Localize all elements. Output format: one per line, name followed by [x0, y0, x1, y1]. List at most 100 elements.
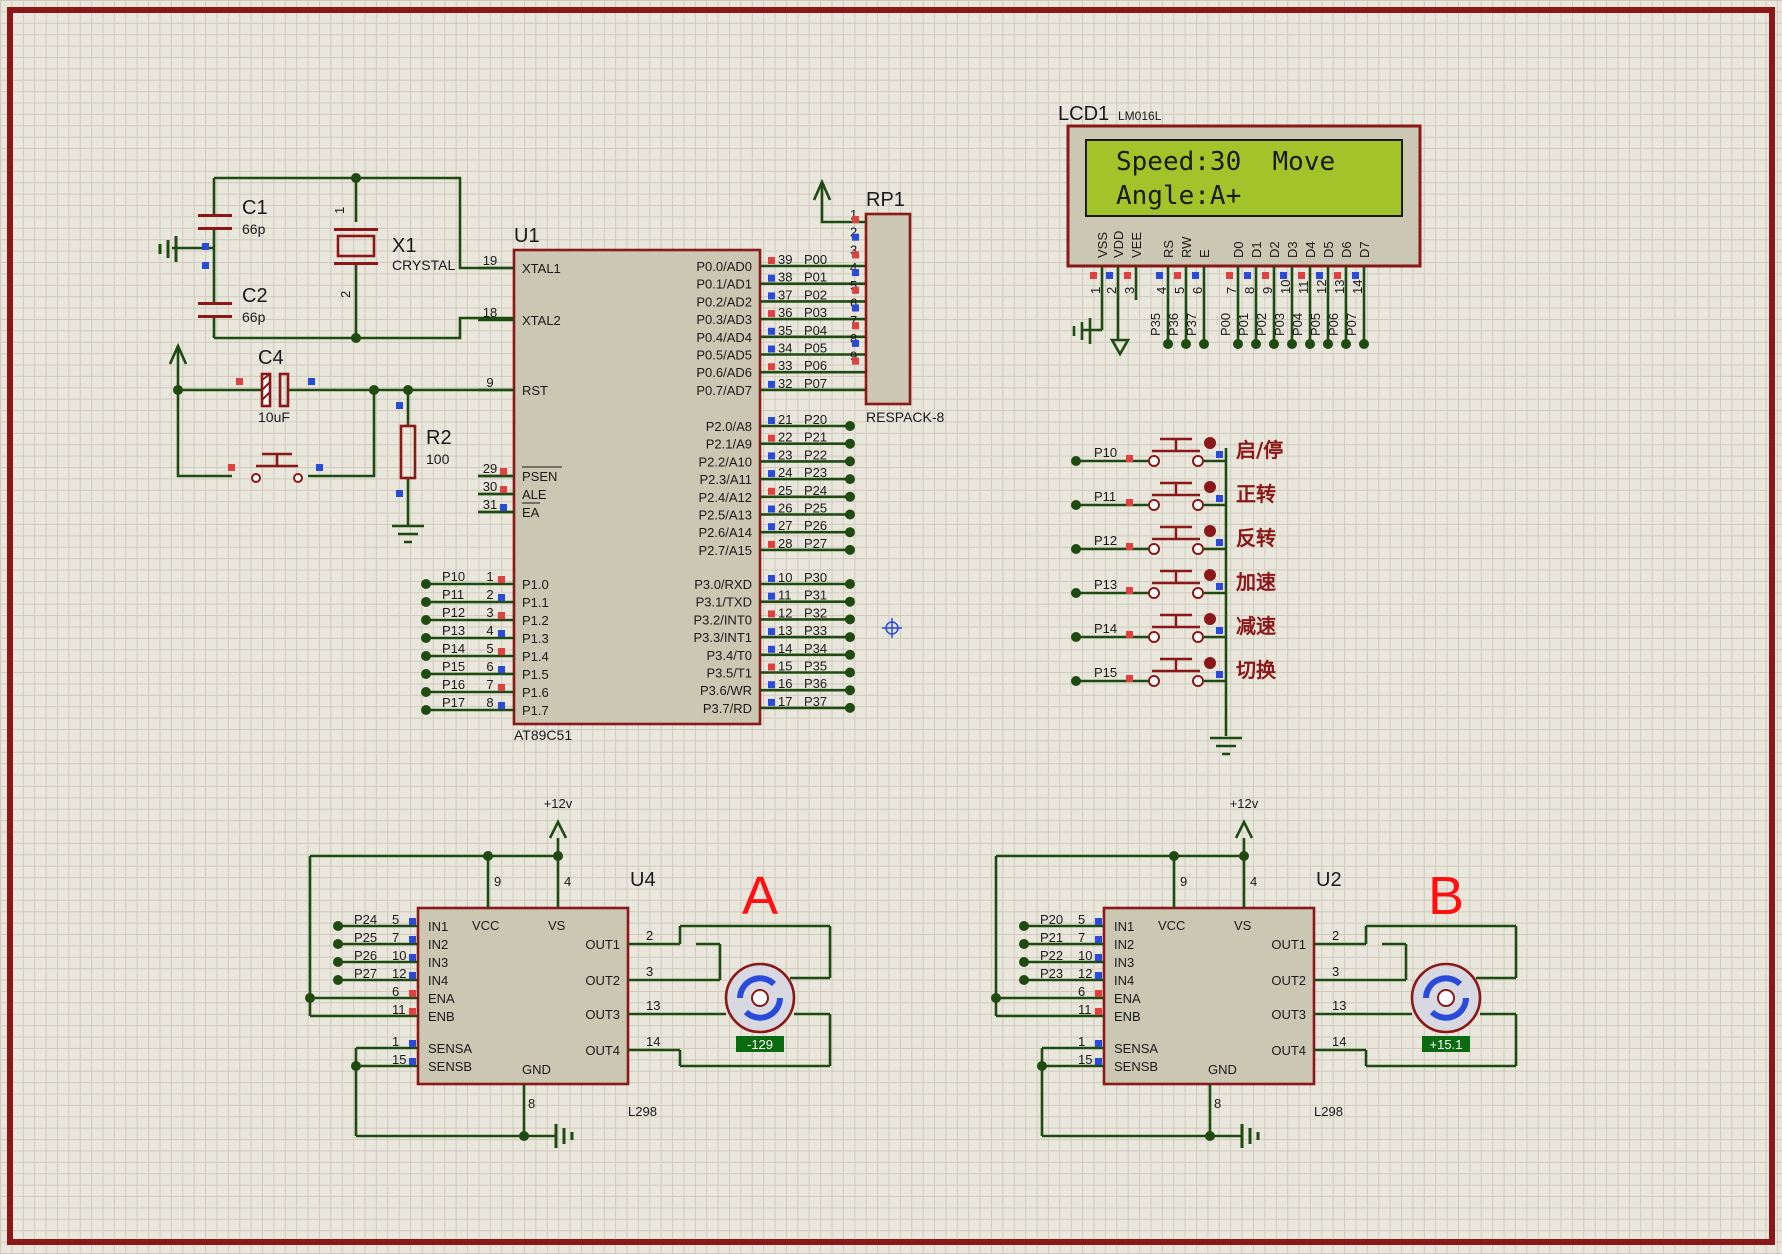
mcu-pin-label: P0.3/AD3 [696, 312, 752, 327]
svg-text:IN1: IN1 [428, 919, 448, 934]
net-label: P24 [804, 483, 827, 498]
svg-text:ENA: ENA [1114, 991, 1141, 1006]
mcu-pin-label: P3.4/T0 [706, 648, 752, 663]
rp1-ref: RP1 [866, 189, 905, 211]
rp1-pin-number: 7 [850, 313, 857, 328]
svg-text:IN3: IN3 [1114, 955, 1134, 970]
net-label: P02 [804, 287, 827, 302]
lcd-pin-number: 10 [1278, 280, 1293, 294]
mcu-pin-number: 6 [486, 659, 493, 674]
mcu-pin-number: 33 [778, 358, 792, 373]
svg-text:IN4: IN4 [428, 973, 448, 988]
mcu-pin-number: 23 [778, 447, 792, 462]
mcu-at89c51[interactable]: U1 AT89C51 XTAL119XTAL218RST9PSEN29ALE30… [421, 225, 866, 743]
net-label: P25 [804, 501, 827, 516]
rp1-pin-number: 6 [850, 296, 857, 311]
button-label: 反转 [1236, 526, 1276, 550]
mcu-pin-label: P1.4 [522, 649, 549, 664]
mcu-pin-number: 2 [486, 587, 493, 602]
svg-text:4: 4 [1250, 874, 1257, 889]
button-indicator-icon [1204, 657, 1216, 669]
svg-text:12: 12 [392, 966, 406, 981]
rp1-pin-number: 4 [850, 260, 857, 275]
svg-text:2: 2 [1332, 928, 1339, 943]
c4-label: C4 [258, 347, 284, 369]
mcu-pin-label: P2.4/A12 [699, 490, 753, 505]
driver-part: L298 [1314, 1104, 1343, 1119]
mcu-ref: U1 [514, 225, 540, 247]
lcd-pin-number: 4 [1154, 287, 1169, 294]
svg-text:1: 1 [392, 1034, 399, 1049]
mcu-pin-number: 31 [483, 497, 497, 512]
motor-reading-box [736, 1036, 784, 1052]
svg-text:3: 3 [646, 964, 653, 979]
svg-text:IN2: IN2 [428, 937, 448, 952]
lcd-lm016l[interactable]: Speed:30 Move Angle:A+ LCD1 LM016L VSS1V… [1058, 103, 1422, 357]
motor-reading: -129 [747, 1037, 773, 1052]
lcd-pin-number: 9 [1260, 287, 1275, 294]
net-label: P20 [804, 412, 827, 427]
crosshair-cursor-icon [882, 618, 902, 638]
mcu-pin-label: P2.0/A8 [706, 419, 752, 434]
rp1-pin-number: 3 [850, 242, 857, 257]
mcu-pin-label: EA [522, 505, 540, 520]
push-button-p12[interactable]: P12 反转 [1071, 525, 1276, 555]
mcu-pin-number: 14 [778, 641, 792, 656]
svg-text:OUT3: OUT3 [1271, 1007, 1306, 1022]
oscillator-section: C1 66p C2 66p X1 CRYSTAL 1 2 [158, 173, 514, 343]
mcu-pin-label: P2.1/A9 [706, 437, 752, 452]
mcu-pin-number: 11 [778, 588, 792, 603]
supply-label: +12v [544, 796, 573, 811]
button-indicator-icon [1204, 437, 1216, 449]
svg-text:2: 2 [646, 928, 653, 943]
mcu-pin-label: P0.1/AD1 [696, 277, 752, 292]
net-label: P00 [1218, 313, 1233, 336]
mcu-pin-number: 35 [778, 323, 792, 338]
svg-text:SENSB: SENSB [428, 1059, 472, 1074]
svg-text:ENB: ENB [1114, 1009, 1141, 1024]
net-label: P31 [804, 588, 827, 603]
net-label: P04 [1290, 313, 1305, 336]
net-label: P21 [804, 430, 827, 445]
button-indicator-icon [1204, 525, 1216, 537]
net-label: P11 [1094, 489, 1116, 504]
mcu-pin-number: 13 [778, 623, 792, 638]
svg-text:6: 6 [1078, 984, 1085, 999]
net-label: P06 [1326, 313, 1341, 336]
svg-text:1: 1 [1078, 1034, 1085, 1049]
net-label: P05 [804, 341, 827, 356]
mcu-pin-label: P2.2/A10 [699, 454, 753, 469]
net-label: P36 [804, 676, 827, 691]
net-label: P07 [1344, 313, 1359, 336]
mcu-pin-number: 26 [778, 501, 792, 516]
mcu-pin-label: P1.5 [522, 667, 549, 682]
mcu-pin-label: XTAL1 [522, 261, 561, 276]
lcd-pin-label: D0 [1231, 241, 1246, 258]
mcu-pin-number: 8 [486, 695, 493, 710]
svg-text:OUT1: OUT1 [1271, 937, 1306, 952]
svg-text:GND: GND [522, 1062, 551, 1077]
lcd-line-2: Angle:A+ [1116, 181, 1241, 211]
mcu-pin-label: P3.1/TXD [696, 595, 752, 610]
mcu-pin-label: P3.2/INT0 [693, 612, 752, 627]
mcu-pin-label: P1.7 [522, 703, 549, 718]
mcu-pin-number: 39 [778, 252, 792, 267]
x1-value: CRYSTAL [392, 257, 455, 273]
svg-text:8: 8 [528, 1096, 535, 1111]
svg-text:10: 10 [1078, 948, 1092, 963]
mcu-pin-number: 29 [483, 461, 497, 476]
net-label: P12 [1094, 533, 1117, 548]
mcu-pin-number: 12 [778, 605, 792, 620]
net-label: P21 [1040, 930, 1063, 945]
